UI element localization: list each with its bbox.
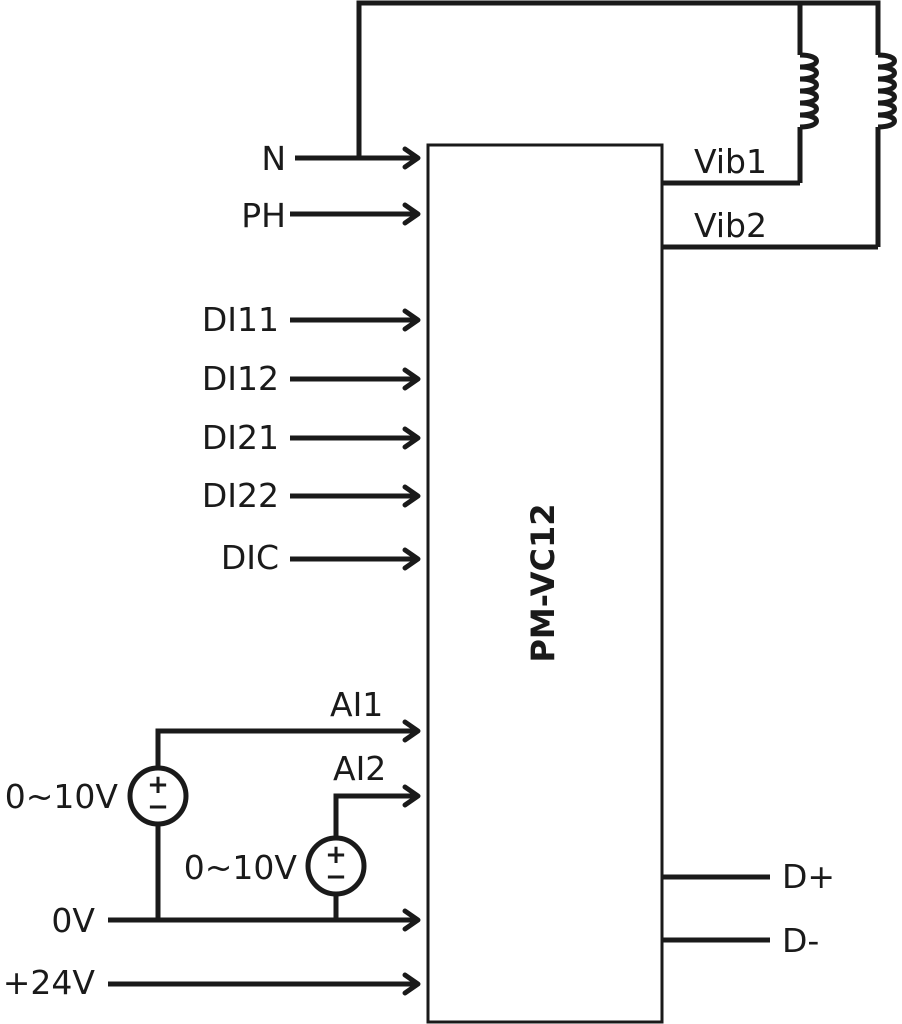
zero-v-input: 0V	[51, 901, 418, 940]
coil-2	[875, 50, 897, 247]
di12-label: DI12	[202, 359, 279, 398]
vib1-label: Vib1	[694, 142, 767, 181]
vib2-label: Vib2	[694, 206, 767, 245]
di21-input: DI21	[202, 418, 418, 457]
vib2-output: Vib2	[662, 206, 878, 250]
ai1-input: AI1	[155, 685, 418, 920]
n-input: N	[261, 0, 881, 178]
device-box	[426, 143, 664, 1024]
coil-1	[797, 50, 819, 183]
n-label: N	[261, 139, 286, 178]
ai1-label: AI1	[330, 685, 383, 724]
dic-input: DIC	[221, 538, 418, 577]
di11-input: DI11	[202, 300, 418, 339]
d-plus-label: D+	[782, 857, 835, 896]
ph-input: PH	[241, 196, 418, 235]
voltage-source-1: + − 0~10V	[5, 765, 189, 827]
n-to-coils-wire	[356, 0, 881, 158]
source2-minus: −	[325, 862, 347, 892]
plus-24v-label: +24V	[3, 963, 96, 1002]
source2-plus: +	[325, 840, 347, 870]
di12-input: DI12	[202, 359, 418, 398]
source1-minus: −	[147, 792, 169, 822]
d-minus-output: D-	[662, 921, 819, 960]
ai2-label: AI2	[333, 749, 386, 788]
source1-plus: +	[147, 770, 169, 800]
plus-24v-input: +24V	[3, 963, 418, 1002]
device-name: PM-VC12	[524, 503, 562, 662]
zero-v-label: 0V	[51, 901, 95, 940]
dic-label: DIC	[221, 538, 279, 577]
di21-label: DI21	[202, 418, 279, 457]
vib1-output: Vib1	[662, 142, 800, 186]
d-minus-label: D-	[782, 921, 819, 960]
source1-label: 0~10V	[5, 777, 119, 816]
di22-label: DI22	[202, 476, 279, 515]
ph-label: PH	[241, 196, 286, 235]
voltage-source-1-symbol	[127, 765, 189, 827]
source2-label: 0~10V	[184, 848, 298, 887]
voltage-source-2: + − 0~10V	[184, 835, 367, 897]
di22-input: DI22	[202, 476, 418, 515]
d-plus-output: D+	[662, 857, 835, 896]
voltage-source-2-symbol	[305, 835, 367, 897]
di11-label: DI11	[202, 300, 279, 339]
